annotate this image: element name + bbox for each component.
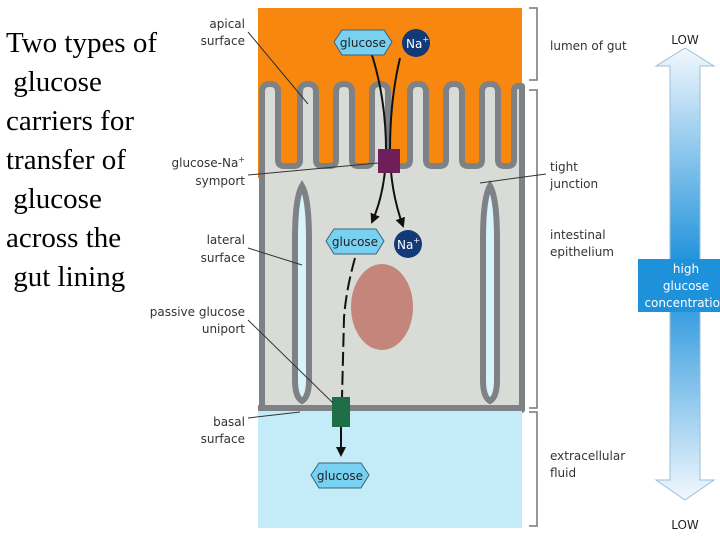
extracellular-label-1: extracellular — [550, 449, 625, 463]
extracellular-label-2: fluid — [550, 466, 576, 480]
high-label-2: glucose — [663, 279, 709, 293]
apical-surface-label-2: surface — [201, 34, 245, 48]
lateral-space-left — [292, 180, 312, 405]
gradient-low-bottom: LOW — [671, 518, 699, 532]
slide-title: Two types of glucose carriers for transf… — [6, 27, 158, 293]
basal-surface-label-2: surface — [201, 432, 245, 446]
basal-surface-label-1: basal — [213, 415, 245, 429]
apical-surface-leader — [247, 31, 309, 105]
tight-junction-leader — [479, 173, 547, 184]
tight-junction-label-1: tight — [550, 160, 578, 174]
lateral-space-right — [480, 180, 500, 405]
high-label-3: concentration — [644, 296, 720, 310]
glucose-label-lumen: glucose — [340, 36, 386, 50]
uniport-label-2: uniport — [202, 322, 245, 336]
basal-surface-leader — [247, 411, 301, 419]
lateral-surface-leader — [247, 247, 303, 266]
glucose-na-symport-carrier — [378, 149, 400, 173]
symport-leader — [247, 162, 379, 176]
extracellular-bracket — [529, 411, 538, 527]
sodium-label-cell: Na+ — [397, 236, 420, 252]
lateral-surface-label-2: surface — [201, 251, 245, 265]
passive-glucose-uniport-carrier — [332, 397, 350, 427]
high-concentration-box — [638, 259, 720, 312]
epithelium-label-2: epithelium — [550, 245, 614, 259]
epithelium-bracket — [529, 89, 538, 409]
glucose-label-cell: glucose — [332, 235, 378, 249]
sodium-label-lumen: Na+ — [406, 35, 429, 51]
glucose-molecule-lumen — [333, 29, 393, 56]
symport-label-1: glucose-Na+ — [172, 155, 246, 170]
glucose-label-extracellular: glucose — [317, 469, 363, 483]
lumen-bracket — [529, 7, 538, 81]
glucose-molecule-extracellular — [310, 462, 370, 489]
sodium-ion-lumen — [402, 29, 430, 57]
sodium-ion-cell — [394, 230, 422, 258]
apical-surface-label-1: apical — [209, 17, 245, 31]
extracellular-fluid — [258, 408, 522, 528]
epithelium-label-1: intestinal — [550, 228, 606, 242]
tight-junction-label-2: junction — [549, 177, 598, 191]
lumen-label: lumen of gut — [550, 39, 627, 53]
uniport-label-1: passive glucose — [150, 305, 245, 319]
symport-label-2: symport — [195, 174, 245, 188]
gradient-low-top: LOW — [671, 33, 699, 47]
glucose-molecule-cell — [325, 228, 385, 255]
glucose-diffusion-path — [341, 257, 356, 399]
lateral-surface-label-1: lateral — [207, 233, 245, 247]
uniport-leader — [247, 319, 334, 404]
nucleus — [351, 264, 413, 350]
high-label-1: high — [673, 262, 699, 276]
